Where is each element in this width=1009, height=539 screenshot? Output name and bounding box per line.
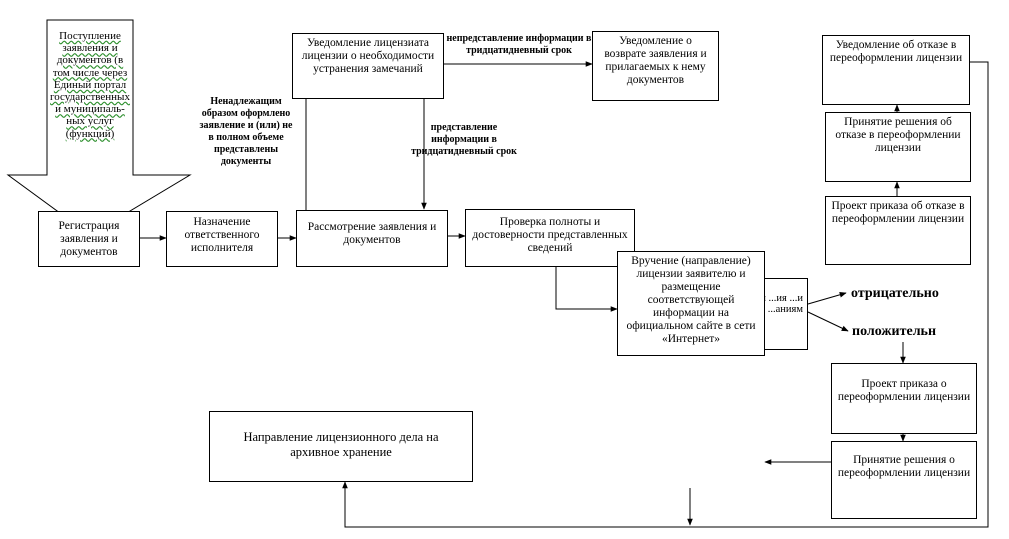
- label-improper: Ненадлежащим образом оформлено заявление…: [199, 96, 293, 167]
- box-refusal-decision: Принятие решения об отказе в переоформле…: [825, 112, 971, 182]
- box-refusal-notice: Уведомление об отказе в переоформлении л…: [822, 35, 970, 105]
- arrow-to-negative: [807, 292, 847, 305]
- arrow-check-hidden: [555, 267, 618, 312]
- box-notify-fix: Уведомление лицензиата лицензии о необхо…: [292, 33, 444, 99]
- arrow-to-positive: [807, 311, 849, 332]
- box-check: Проверка полноты и достоверности предста…: [465, 209, 635, 267]
- intake-text: Поступление заявления и документов (в то…: [50, 30, 130, 140]
- label-not-provided: непредставление информации в тридцатидне…: [446, 33, 592, 56]
- line-bottom-archive: [342, 481, 690, 528]
- line-notice-right: [690, 61, 989, 528]
- box-refusal-order: Проект приказа об отказе в переоформлени…: [825, 196, 971, 265]
- box-archive: Направление лицензионного дела на архивн…: [209, 411, 473, 482]
- box-notify-return: Уведомление о возврате заявления и прила…: [592, 31, 719, 101]
- label-negative: отрицательно: [851, 286, 939, 301]
- label-provided: представление информации в тридцатидневн…: [411, 122, 517, 157]
- box-registration: Регистрация заявления и документов: [38, 211, 140, 267]
- box-issue: Вручение (направление) лицензии заявител…: [617, 251, 765, 356]
- box-review: Рассмотрение заявления и документов: [296, 210, 448, 267]
- box-assign: Назначение ответственного исполнителя: [166, 211, 278, 267]
- intake-arrow: [6, 19, 192, 236]
- box-order: Проект приказа о переоформлении лицензии: [831, 363, 977, 434]
- label-positive: положительн: [852, 324, 937, 339]
- box-decision: Принятие решения о переоформлении лиценз…: [831, 441, 977, 519]
